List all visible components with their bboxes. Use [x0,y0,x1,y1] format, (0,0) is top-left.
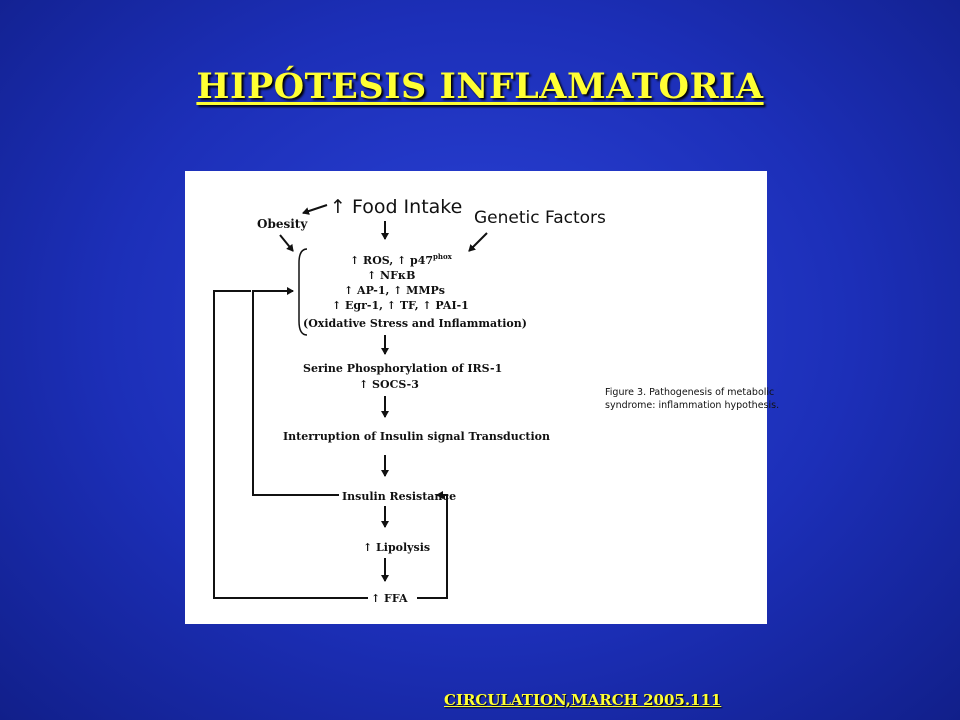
food-to-obesity-arrow [302,204,328,215]
insulin-feedback-loop [252,287,339,496]
food-intake-label: ↑ Food Intake [330,196,462,218]
ffa-label: ↑ FFA [371,592,408,605]
obesity-label: Obesity [257,217,308,231]
interruption-label: Interruption of Insulin signal Transduct… [283,430,550,443]
slide-title: HIPÓTESIS INFLAMATORIA [196,66,764,107]
ffa-feedback-loop [213,290,368,599]
serine-phosphorylation-label: Serine Phosphorylation of IRS-1 [303,362,502,375]
genetic-factors-label: Genetic Factors [474,208,606,228]
stress-line-ap1: ↑ AP-1, ↑ MMPs [344,284,445,297]
flow-diagram: ↑ Food Intake Obesity Genetic Factors ↑ … [213,196,779,605]
insulin-resistance-label: Insulin Resistance [342,490,456,503]
ffa-insulin-loop [417,491,448,599]
stress-line-oxidative: (Oxidative Stress and Inflammation) [303,317,527,330]
stress-line-egr1: ↑ Egr-1, ↑ TF, ↑ PAI-1 [332,299,469,312]
socs3-label: ↑ SOCS-3 [359,378,419,391]
citation-link[interactable]: CIRCULATION,MARCH 2005.111 [444,691,722,709]
stress-block-bracket [298,248,308,336]
lipolysis-label: ↑ Lipolysis [363,541,430,554]
stress-line-nfkb: ↑ NFκB [367,269,415,282]
figure-caption-line-1: Figure 3. Pathogenesis of metabolic [605,387,774,398]
pathogenesis-figure: ↑ Food Intake Obesity Genetic Factors ↑ … [185,171,779,624]
genetic-down-arrow [468,232,488,252]
stress-line-ros: ↑ ROS, ↑ p47phox [350,252,453,267]
obesity-down-arrow [279,234,294,252]
figure-caption-line-2: syndrome: inflammation hypothesis. [605,400,779,411]
